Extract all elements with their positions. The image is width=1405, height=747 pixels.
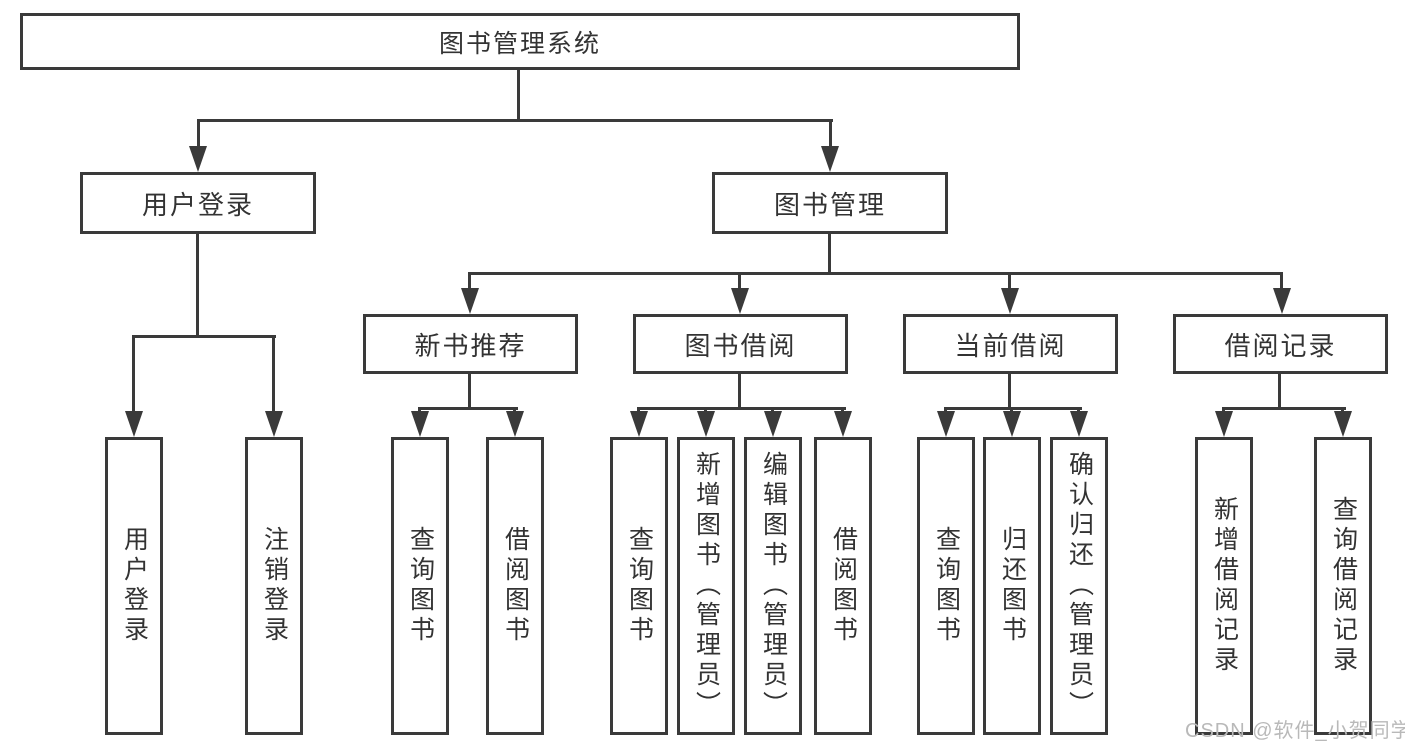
csdn-watermark: CSDN @软件_小贺同学 xyxy=(1185,720,1405,742)
node-label: 确认归还（管理员） xyxy=(1065,451,1094,721)
leaf-add-books-admin: 新增图书（管理员） xyxy=(677,437,735,735)
arrowhead-down-icon xyxy=(1001,288,1019,314)
node-label: 借阅记录 xyxy=(1224,330,1337,361)
connector-line xyxy=(738,272,741,290)
connector-line xyxy=(771,407,774,414)
node-borrowing-records: 借阅记录 xyxy=(1173,314,1388,374)
connector-line xyxy=(704,407,707,414)
connector-line xyxy=(637,407,846,410)
node-label: 注销登录 xyxy=(260,526,289,646)
leaf-query-borrow-record: 查询借阅记录 xyxy=(1314,437,1372,735)
node-label: 图书借阅 xyxy=(684,330,797,361)
connector-line xyxy=(468,272,471,290)
connector-line xyxy=(944,407,947,414)
leaf-user-login: 用户登录 xyxy=(105,437,163,735)
connector-line xyxy=(272,335,275,412)
connector-line xyxy=(517,68,520,122)
connector-line xyxy=(1278,374,1281,410)
leaf-query-books-recommend: 查询图书 xyxy=(391,437,449,735)
connector-line xyxy=(418,407,518,410)
arrowhead-down-icon xyxy=(1215,411,1233,437)
connector-line xyxy=(1222,407,1225,414)
connector-line xyxy=(1077,407,1080,414)
arrowhead-down-icon xyxy=(1273,288,1291,314)
node-label: 借阅图书 xyxy=(501,526,530,646)
arrowhead-down-icon xyxy=(834,411,852,437)
node-label: 查询借阅记录 xyxy=(1329,496,1358,676)
node-label: 新增图书（管理员） xyxy=(692,451,721,721)
arrowhead-down-icon xyxy=(764,411,782,437)
leaf-edit-books-admin: 编辑图书（管理员） xyxy=(744,437,802,735)
connector-line xyxy=(944,407,1082,410)
arrowhead-down-icon xyxy=(265,411,283,437)
arrowhead-down-icon xyxy=(1070,411,1088,437)
arrowhead-down-icon xyxy=(1003,411,1021,437)
connector-line xyxy=(1222,407,1346,410)
node-label: 查询图书 xyxy=(932,526,961,646)
arrowhead-down-icon xyxy=(731,288,749,314)
connector-line xyxy=(1010,407,1013,414)
connector-line xyxy=(418,407,421,414)
node-label: 图书管理 xyxy=(773,189,886,220)
node-user-login: 用户登录 xyxy=(80,172,316,234)
node-label: 编辑图书（管理员） xyxy=(759,451,788,721)
arrowhead-down-icon xyxy=(411,411,429,437)
arrowhead-down-icon xyxy=(125,411,143,437)
leaf-confirm-return-admin: 确认归还（管理员） xyxy=(1050,437,1108,735)
arrowhead-down-icon xyxy=(461,288,479,314)
arrowhead-down-icon xyxy=(189,146,207,172)
connector-line xyxy=(1280,272,1283,290)
connector-line xyxy=(1341,407,1344,414)
connector-line xyxy=(132,335,276,338)
node-label: 新书推荐 xyxy=(414,330,527,361)
node-book-management: 图书管理 xyxy=(712,172,948,234)
leaf-query-books-borrowing: 查询图书 xyxy=(610,437,668,735)
connector-line xyxy=(197,119,833,122)
connector-line xyxy=(197,119,200,147)
connector-line xyxy=(132,335,135,412)
connector-line xyxy=(468,272,1283,275)
connector-line xyxy=(637,407,640,414)
connector-line xyxy=(1008,374,1011,410)
leaf-borrow-books-recommend: 借阅图书 xyxy=(486,437,544,735)
leaf-borrow-books: 借阅图书 xyxy=(814,437,872,735)
connector-line xyxy=(738,374,741,410)
connector-line xyxy=(841,407,844,414)
arrowhead-down-icon xyxy=(1334,411,1352,437)
node-label: 用户登录 xyxy=(141,189,254,220)
connector-line xyxy=(829,119,832,147)
node-label: 图书管理系统 xyxy=(438,29,601,58)
arrowhead-down-icon xyxy=(821,146,839,172)
node-label: 查询图书 xyxy=(625,526,654,646)
arrowhead-down-icon xyxy=(697,411,715,437)
connector-line xyxy=(828,234,831,275)
node-book-borrowing: 图书借阅 xyxy=(633,314,848,374)
node-label: 新增借阅记录 xyxy=(1210,496,1239,676)
leaf-add-borrow-record: 新增借阅记录 xyxy=(1195,437,1253,735)
arrowhead-down-icon xyxy=(937,411,955,437)
leaf-return-books: 归还图书 xyxy=(983,437,1041,735)
node-root-library-system: 图书管理系统 xyxy=(20,13,1020,70)
arrowhead-down-icon xyxy=(630,411,648,437)
node-label: 当前借阅 xyxy=(954,330,1067,361)
arrowhead-down-icon xyxy=(506,411,524,437)
node-label: 用户登录 xyxy=(120,526,149,646)
node-current-borrowing: 当前借阅 xyxy=(903,314,1118,374)
connector-line xyxy=(196,234,199,337)
leaf-query-books-current: 查询图书 xyxy=(917,437,975,735)
node-label: 查询图书 xyxy=(406,526,435,646)
node-label: 借阅图书 xyxy=(829,526,858,646)
connector-line xyxy=(1008,272,1011,290)
connector-line xyxy=(513,407,516,414)
connector-line xyxy=(468,374,471,410)
node-label: 归还图书 xyxy=(998,526,1027,646)
node-new-book-recommendation: 新书推荐 xyxy=(363,314,578,374)
leaf-logout: 注销登录 xyxy=(245,437,303,735)
